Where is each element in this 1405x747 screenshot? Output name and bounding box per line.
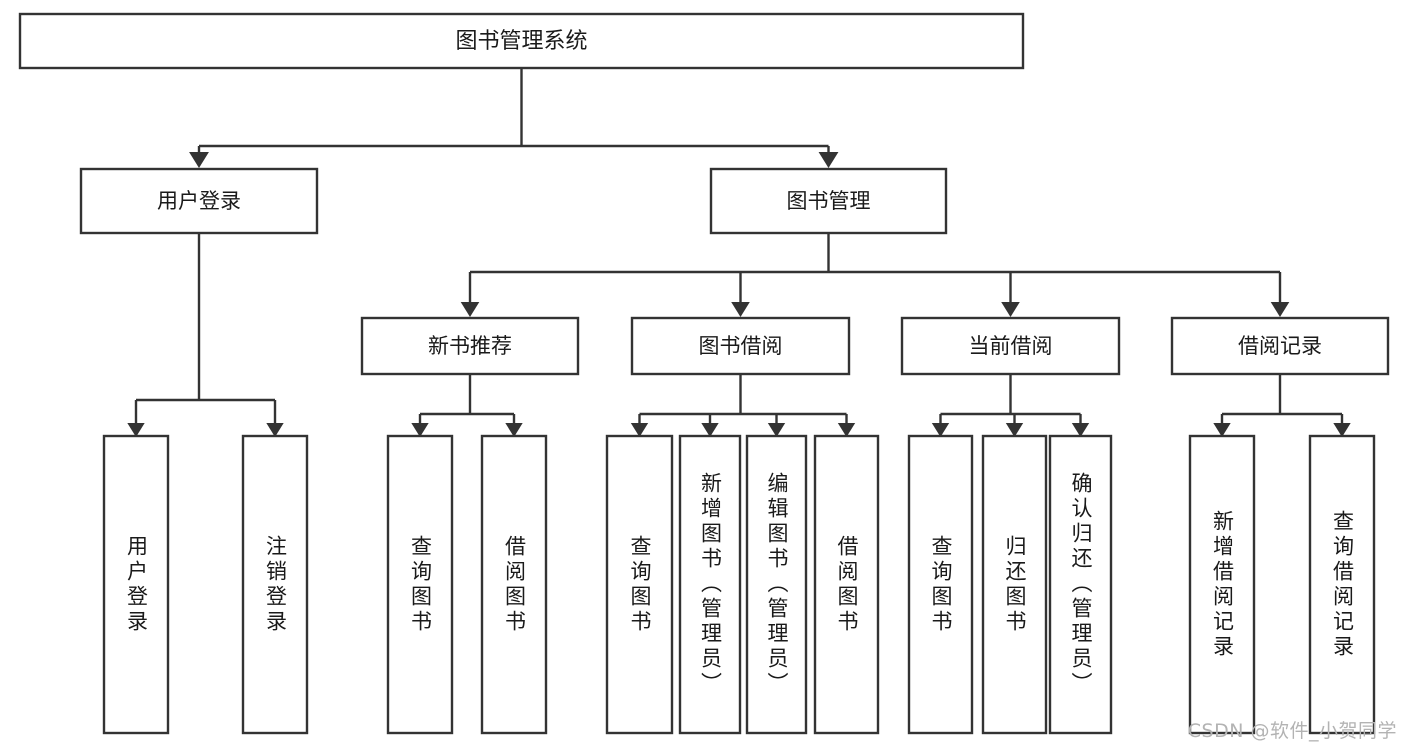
node-level2-0-rect[interactable]: [79, 167, 319, 235]
node-leaf-9[interactable]: [981, 434, 1048, 735]
node-level3-3-rect[interactable]: [1170, 316, 1390, 376]
node-level3-0[interactable]: 新书推荐: [360, 316, 580, 376]
node-root-label: 图书管理系统: [455, 29, 587, 54]
node-leaf-1[interactable]: [241, 434, 309, 735]
node-leaf-7-rect[interactable]: [813, 434, 880, 735]
node-leaf-5[interactable]: [678, 434, 742, 735]
arrow-head-icon-leaf-0-0: [127, 423, 145, 437]
arrow-head-icon-leaf-2-0: [630, 423, 649, 437]
node-leaf-11-rect[interactable]: [1188, 434, 1256, 735]
arrow-head-icon-leaf-2-1: [701, 423, 719, 437]
node-level3-2[interactable]: 当前借阅: [900, 316, 1121, 376]
node-leaf-8-rect[interactable]: [907, 434, 974, 735]
arrow-head-icon-leaf-4-1: [1333, 423, 1351, 437]
node-level3-2-rect[interactable]: [900, 316, 1121, 376]
node-level2-0-label: 用户登录: [157, 189, 241, 213]
arrow-head-icon-leaf-1-0: [411, 423, 429, 437]
node-leaf-4-rect[interactable]: [605, 434, 674, 735]
node-level3-1-label: 图书借阅: [699, 334, 783, 358]
node-leaf-0[interactable]: [102, 434, 170, 735]
node-leaf-4[interactable]: [605, 434, 674, 735]
node-level3-1-rect[interactable]: [630, 316, 851, 376]
node-level3-2-label: 当前借阅: [969, 334, 1053, 358]
node-leaf-12[interactable]: [1308, 434, 1376, 735]
arrow-head-icon-level2-0: [189, 152, 209, 168]
arrow-head-icon-level2-1: [818, 152, 839, 168]
node-leaf-10[interactable]: [1048, 434, 1113, 735]
arrow-head-icon-leaf-3-2: [1071, 423, 1090, 437]
arrow-head-icon-leaf-3-0: [931, 423, 950, 437]
arrow-head-icon-leaf-0-1: [266, 423, 284, 437]
node-level3-0-rect[interactable]: [360, 316, 580, 376]
node-level3-3-label: 借阅记录: [1238, 334, 1322, 358]
arrow-head-icon-leaf-1-1: [505, 423, 523, 437]
node-leaf-5-rect[interactable]: [678, 434, 742, 735]
node-leaf-8[interactable]: [907, 434, 974, 735]
node-level2-0[interactable]: 用户登录: [79, 167, 319, 235]
node-leaf-6[interactable]: [745, 434, 808, 735]
arrow-head-icon-leaf-4-0: [1213, 423, 1231, 437]
arrow-head-icon-level3-2: [1001, 302, 1020, 317]
node-leaf-6-rect[interactable]: [745, 434, 808, 735]
node-root[interactable]: 图书管理系统: [18, 12, 1025, 70]
node-leaf-2[interactable]: [386, 434, 454, 735]
node-leaf-10-rect[interactable]: [1048, 434, 1113, 735]
node-leaf-2-rect[interactable]: [386, 434, 454, 735]
node-leaf-11[interactable]: [1188, 434, 1256, 735]
node-leaf-3[interactable]: [480, 434, 548, 735]
node-leaf-3-rect[interactable]: [480, 434, 548, 735]
node-leaf-1-rect[interactable]: [241, 434, 309, 735]
arrow-head-icon-leaf-2-2: [767, 423, 786, 437]
node-level3-0-label: 新书推荐: [428, 334, 512, 358]
arrow-head-icon-level3-3: [1270, 302, 1290, 317]
node-level2-1[interactable]: 图书管理: [709, 167, 948, 235]
node-leaf-12-rect[interactable]: [1308, 434, 1376, 735]
arrow-head-icon-leaf-3-1: [1005, 423, 1024, 437]
csdn-watermark: CSDN @软件_小贺同学: [1187, 720, 1397, 742]
node-level3-1[interactable]: 图书借阅: [630, 316, 851, 376]
node-leaf-7[interactable]: [813, 434, 880, 735]
node-level3-3[interactable]: 借阅记录: [1170, 316, 1390, 376]
node-level2-1-rect[interactable]: [709, 167, 948, 235]
arrow-head-icon-leaf-2-3: [837, 423, 856, 437]
arrow-head-icon-level3-0: [460, 302, 480, 317]
node-leaf-0-rect[interactable]: [102, 434, 170, 735]
node-root-rect[interactable]: [18, 12, 1025, 70]
node-level2-1-label: 图书管理: [787, 189, 871, 213]
connector-edges-layer: [127, 68, 1351, 437]
arrow-head-icon-level3-1: [731, 302, 750, 317]
node-leaf-9-rect[interactable]: [981, 434, 1048, 735]
